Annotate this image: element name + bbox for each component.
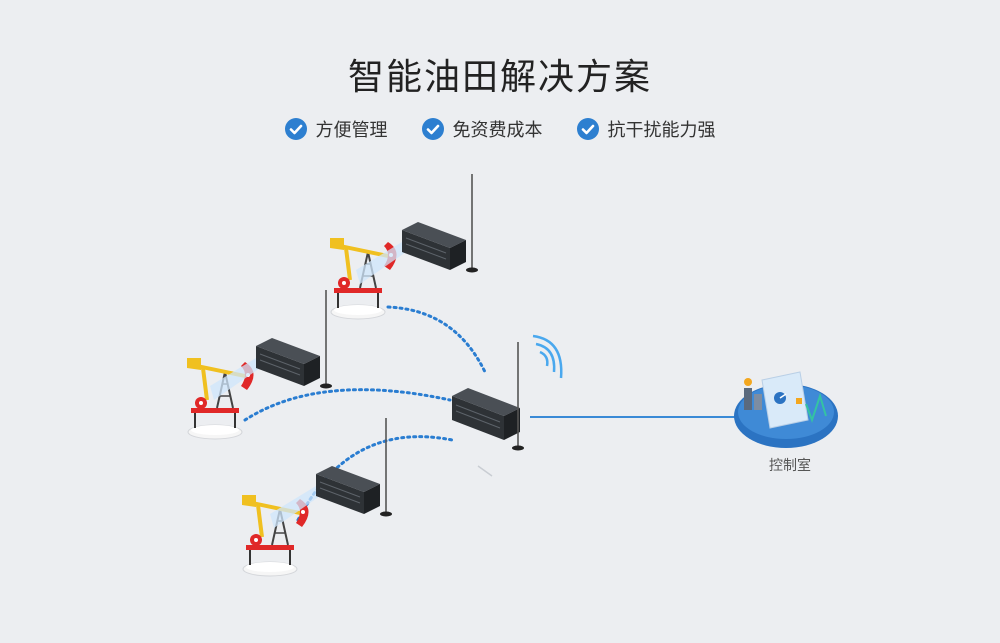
control-room-icon [734, 371, 838, 448]
wireless-signal-icon [532, 334, 563, 379]
feature-list: 方便管理 免资费成本 抗干扰能力强 [0, 116, 1000, 142]
feature-item-anti-interference: 抗干扰能力强 [576, 116, 716, 142]
page-title: 智能油田解决方案 [347, 57, 652, 98]
control-room-label: 控制室 [769, 458, 811, 474]
router-top [355, 173, 479, 285]
check-circle-icon [284, 118, 307, 140]
router-bottom [269, 417, 393, 529]
feature-label: 免资费成本 [452, 120, 543, 141]
router-central [452, 342, 524, 477]
router-middle [209, 289, 333, 401]
feature-label: 方便管理 [315, 120, 388, 141]
feature-item-convenient: 方便管理 [284, 116, 388, 142]
feature-item-no-fee: 免资费成本 [421, 116, 543, 142]
link-dotted-middle [243, 388, 452, 422]
feature-label: 抗干扰能力强 [607, 120, 716, 141]
check-circle-icon [421, 118, 444, 140]
link-dotted-top [386, 305, 487, 374]
check-circle-icon [576, 118, 599, 140]
